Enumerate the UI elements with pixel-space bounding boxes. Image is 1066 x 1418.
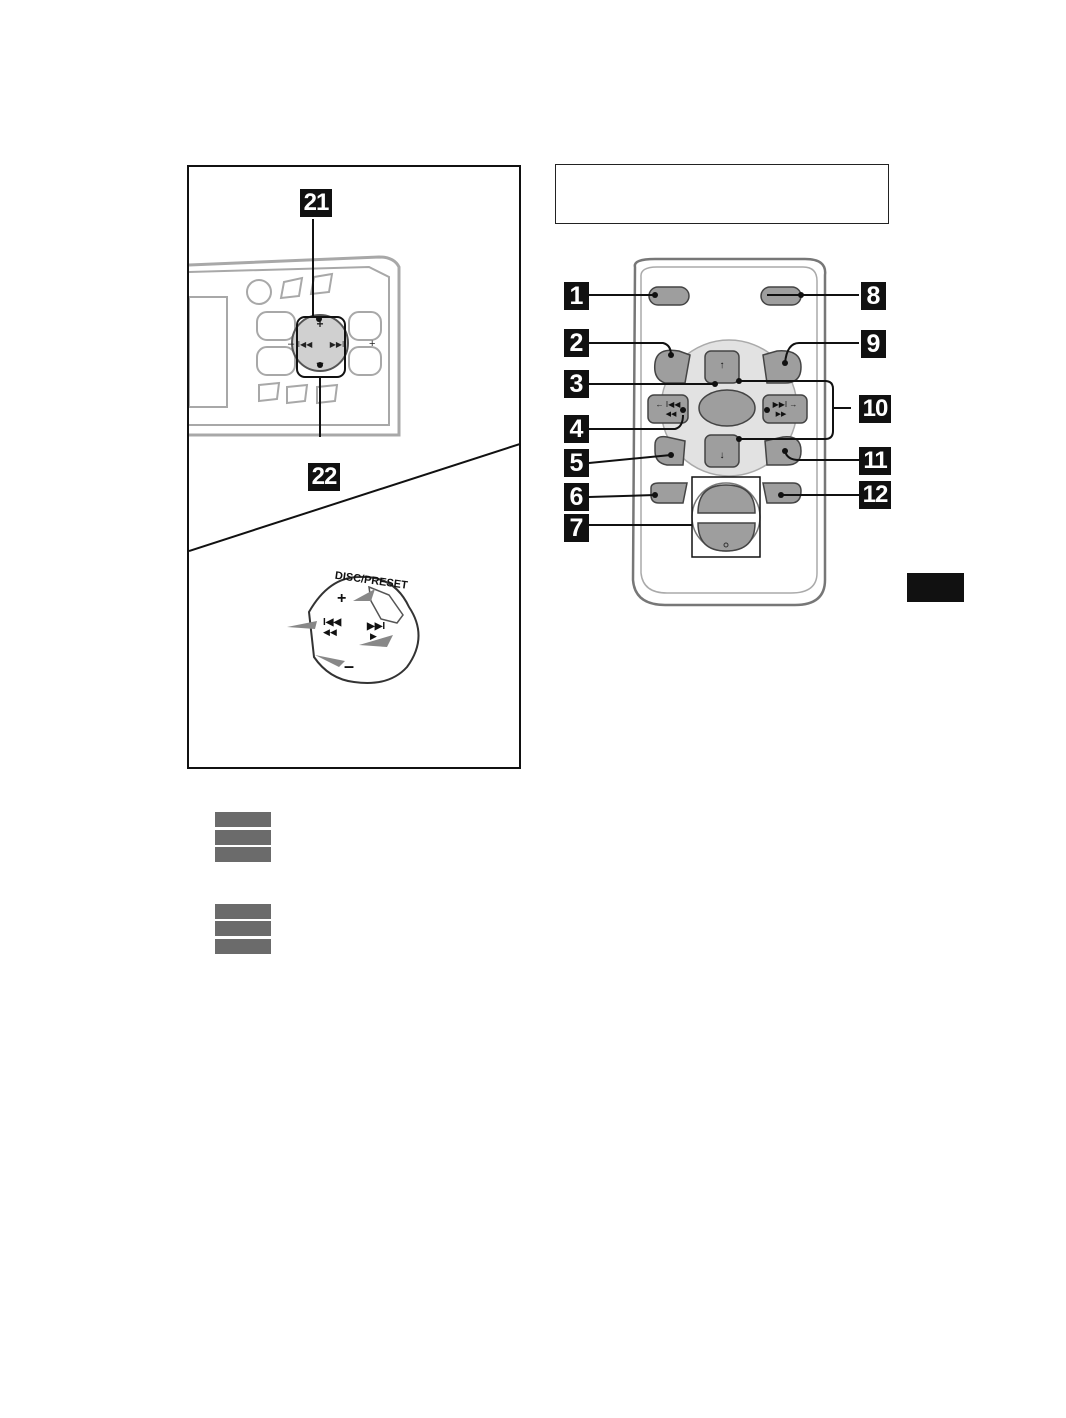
remote-illustration: ↑ ↓ ← I◀◀ ◀◀ ▶▶I → ▶▶ (588, 257, 859, 607)
svg-text:–: – (288, 338, 295, 350)
prev-track-icon: I◀◀ (323, 617, 341, 628)
up-arrow-icon: ↑ (720, 360, 725, 371)
prev-button (647, 394, 689, 424)
svg-text:← I◀◀: ← I◀◀ (656, 400, 682, 409)
volume-down-button (697, 522, 756, 552)
note-marker (215, 904, 271, 919)
callout-8: 8 (861, 282, 886, 310)
callout-12: 12 (859, 481, 891, 509)
callout-10: 10 (859, 395, 891, 423)
remote-button-5 (654, 435, 686, 466)
svg-text:▶▶: ▶▶ (776, 411, 787, 418)
preset-dial-small: + – I◀◀ ▶▶I – + (288, 314, 375, 372)
svg-text:+: + (316, 317, 323, 331)
svg-text:–: – (344, 656, 354, 676)
svg-text:▶: ▶ (370, 631, 377, 641)
page-side-tab (907, 573, 964, 602)
note-marker (215, 939, 271, 954)
note-marker (215, 812, 271, 827)
callout-6: 6 (564, 483, 589, 511)
preset-dial-large: + – I◀◀ ◀◀ ▶▶I ▶ DISC/PRESET (287, 570, 420, 684)
remote-button-9 (762, 350, 802, 384)
callout-5: 5 (564, 449, 589, 477)
up-button (704, 350, 740, 384)
callout-4: 4 (564, 415, 589, 443)
next-track-icon: ▶▶I (366, 621, 385, 632)
unit-illustration-panel: + – I◀◀ ▶▶I – + + – I◀◀ ◀◀ ▶▶I ▶ DISC/PR… (187, 165, 521, 769)
note-marker (215, 830, 271, 845)
callout-3: 3 (564, 370, 589, 398)
section-title-box (555, 164, 889, 224)
volume-up-button (697, 484, 756, 514)
callout-7: 7 (564, 514, 589, 542)
svg-text:+: + (337, 590, 346, 607)
unit-illustration: + – I◀◀ ▶▶I – + + – I◀◀ ◀◀ ▶▶I ▶ DISC/PR… (189, 219, 519, 684)
svg-text:▶▶I →: ▶▶I → (773, 400, 798, 409)
next-button (762, 394, 808, 424)
svg-text:+: + (369, 338, 375, 350)
callout-22: 22 (308, 463, 340, 491)
svg-text:◀◀: ◀◀ (666, 411, 677, 418)
callout-21: 21 (300, 189, 332, 217)
callout-1: 1 (564, 282, 589, 310)
svg-text:▶▶I: ▶▶I (330, 340, 345, 349)
svg-text:I◀◀: I◀◀ (298, 340, 313, 349)
callout-2: 2 (564, 329, 589, 357)
down-button (704, 434, 740, 468)
remote-button-2 (653, 349, 691, 384)
note-marker (215, 921, 271, 936)
svg-text:◀◀: ◀◀ (323, 627, 337, 637)
center-button (698, 389, 756, 427)
callout-11: 11 (859, 447, 891, 475)
down-arrow-icon: ↓ (720, 450, 725, 461)
callout-9: 9 (861, 330, 886, 358)
remote-button-6 (650, 482, 688, 504)
note-marker (215, 847, 271, 862)
